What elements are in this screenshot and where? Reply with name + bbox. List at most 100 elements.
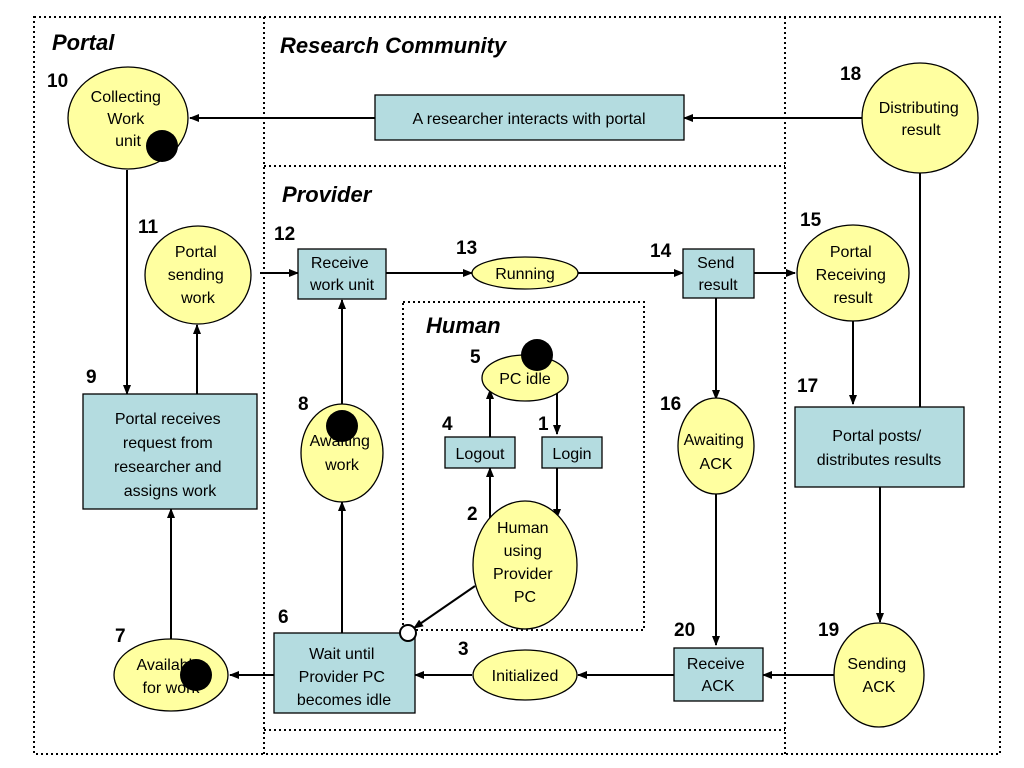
- label-line: Initialized: [492, 668, 559, 685]
- step-number-15: 15: [800, 210, 822, 231]
- label-line: PC idle: [499, 371, 551, 388]
- region-title-research-community: Research Community: [280, 33, 508, 58]
- label-line: using: [504, 543, 542, 560]
- activity-wait-until-idle: [273, 632, 416, 714]
- label-line: result: [833, 290, 873, 307]
- step-number-11: 11: [138, 217, 159, 238]
- step-number-17: 17: [797, 376, 818, 397]
- label-line: ACK: [700, 456, 733, 473]
- label-logout: Logout: [456, 446, 505, 463]
- token-marker: [326, 410, 358, 442]
- junction-marker: [399, 624, 417, 642]
- label-line: Provider PC: [299, 669, 385, 686]
- step-number-16: 16: [660, 394, 681, 415]
- region-outer: [33, 16, 1001, 755]
- step-number-12: 12: [274, 224, 295, 245]
- step-numbers: 10 18 11 12 13 14 15 9 5 4 1 8 16 17 2 7…: [47, 64, 861, 660]
- step-number-10: 10: [47, 71, 68, 92]
- label-line: Send: [697, 255, 734, 272]
- label-portal-sending-work: Portal sending work: [168, 244, 229, 307]
- label-line: A researcher interacts with portal: [413, 111, 646, 128]
- region-title-portal: Portal: [52, 30, 115, 55]
- label-line: Portal receives: [115, 411, 221, 428]
- label-initialized: Initialized: [492, 668, 559, 685]
- state-running: [471, 256, 579, 290]
- label-line: Login: [552, 446, 591, 463]
- activity-send-result: [682, 248, 755, 299]
- label-line: unit: [115, 133, 141, 150]
- label-line: work: [324, 457, 360, 474]
- state-portal-receiving-result: [796, 224, 910, 322]
- label-line: Human: [497, 520, 549, 537]
- label-researcher-interacts: A researcher interacts with portal: [413, 111, 646, 128]
- token-marker: [521, 339, 553, 371]
- label-collecting-work-unit: Collecting Work unit: [91, 89, 166, 150]
- step-number-7: 7: [115, 626, 126, 647]
- state-awaiting-work: [300, 403, 384, 503]
- label-distributing-result: Distributing result: [879, 100, 963, 139]
- label-line: work unit: [309, 277, 375, 294]
- label-line: Awaiting: [684, 432, 744, 449]
- region-title-provider: Provider: [282, 182, 373, 207]
- step-number-18: 18: [840, 64, 861, 85]
- token-marker: [180, 659, 212, 691]
- region-human: [402, 301, 645, 631]
- label-line: result: [698, 277, 738, 294]
- label-line: Receive: [687, 656, 745, 673]
- label-line: sending: [168, 267, 224, 284]
- label-line: Wait until: [309, 646, 374, 663]
- label-line: Sending: [847, 656, 906, 673]
- label-running: Running: [495, 266, 555, 283]
- state-portal-sending-work: [144, 225, 252, 325]
- step-number-6: 6: [278, 607, 289, 628]
- state-available-for-work: [113, 638, 229, 712]
- step-number-2: 2: [467, 504, 478, 525]
- node-labels: Collecting Work unit Distributing result…: [91, 89, 963, 709]
- label-human-using-provider-pc: Human using Provider PC: [493, 520, 557, 606]
- activity-portal-receives-request: [82, 393, 258, 510]
- label-portal-receives-request: Portal receives request from researcher …: [114, 411, 226, 500]
- label-line: researcher and: [114, 459, 222, 476]
- label-line: becomes idle: [297, 692, 391, 709]
- region-title-human: Human: [426, 313, 501, 338]
- label-line: work: [180, 290, 216, 307]
- step-number-14: 14: [650, 241, 672, 262]
- label-line: assigns work: [124, 483, 217, 500]
- step-number-20: 20: [674, 620, 695, 641]
- label-line: Portal posts/: [832, 428, 921, 445]
- token-marker: [146, 130, 178, 162]
- state-sending-ack: [833, 622, 925, 728]
- label-login: Login: [552, 446, 591, 463]
- step-number-13: 13: [456, 238, 477, 259]
- label-line: Receiving: [816, 267, 886, 284]
- step-number-1: 1: [538, 414, 549, 435]
- label-line: Running: [495, 266, 555, 283]
- activity-logout: [444, 436, 516, 469]
- label-send-result: Send result: [697, 255, 739, 294]
- step-number-9: 9: [86, 367, 97, 388]
- label-line: result: [901, 122, 941, 139]
- label-wait-until-idle: Wait until Provider PC becomes idle: [297, 646, 391, 709]
- label-receive-work-unit: Receive work unit: [309, 255, 375, 294]
- label-line: Portal: [175, 244, 217, 261]
- label-line: request from: [123, 435, 213, 452]
- activity-receive-work-unit: [297, 248, 387, 300]
- state-initialized: [472, 649, 578, 701]
- label-line: Collecting: [91, 89, 161, 106]
- step-number-8: 8: [298, 394, 309, 415]
- label-receive-ack: Receive ACK: [687, 656, 749, 695]
- label-portal-receiving-result: Portal Receiving result: [816, 244, 891, 307]
- label-line: ACK: [863, 679, 896, 696]
- activity-receive-ack: [673, 647, 764, 702]
- activity-login: [541, 436, 603, 469]
- state-awaiting-ack: [677, 397, 755, 495]
- label-line: Work: [107, 111, 145, 128]
- label-sending-ack: Sending ACK: [847, 656, 910, 696]
- step-number-19: 19: [818, 620, 839, 641]
- label-line: distributes results: [817, 452, 942, 469]
- label-line: Logout: [456, 446, 505, 463]
- label-line: Receive: [311, 255, 369, 272]
- step-number-4: 4: [442, 414, 453, 435]
- state-human-using-provider-pc: [472, 500, 578, 630]
